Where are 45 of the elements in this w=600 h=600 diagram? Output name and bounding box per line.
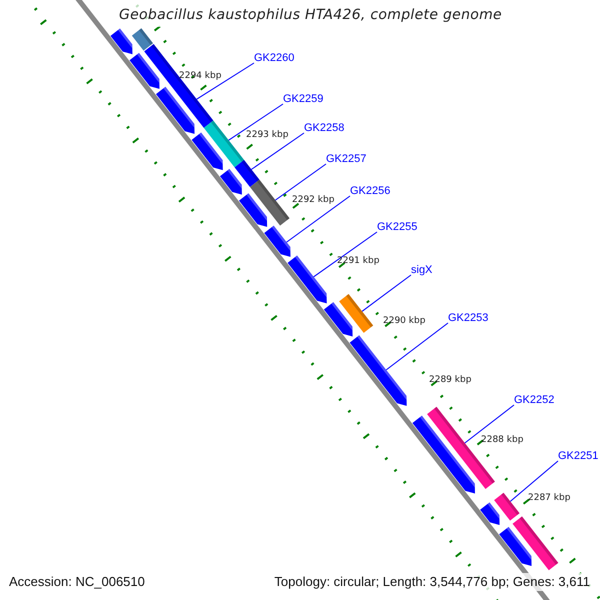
gene-feature [350,335,407,406]
leader-line [286,196,350,243]
leader-line [250,132,304,170]
gene-feature [499,526,532,566]
gene-label: GK2257 [326,152,366,166]
tick-label: 2287 kbp [528,493,570,504]
tick-label: 2289 kbp [429,375,472,386]
leader-line [313,232,378,278]
gene-label: GK2255 [377,220,418,234]
gene-label: sigX [411,263,432,277]
gene-label: GK2252 [514,393,554,407]
gene-label: GK2258 [304,121,344,135]
tick-label: 2293 kbp [246,130,288,141]
gene-feature [239,193,268,227]
gene-label: GK2251 [558,449,598,463]
tick-label: 2292 kbp [292,195,334,206]
gene-feature [156,86,195,134]
tick-label: 2291 kbp [337,256,380,267]
gene-feature [132,28,154,51]
gene-feature [130,52,160,89]
genome-info-text: Topology: circular; Length: 3,544,776 bp; Genes: 3,611 [272,573,592,591]
gene-label: GK2256 [350,184,390,198]
gene-feature [324,302,353,337]
gene-feature [494,492,520,521]
leader-line [464,404,514,444]
tick-label: 2288 kbp [481,435,524,446]
tick-label: 2290 kbp [383,316,426,327]
leader-line [386,322,448,370]
leader-line [274,164,326,201]
gene-label: GK2260 [254,51,294,65]
gene-feature [288,256,327,304]
leader-line [510,460,558,502]
gene-feature [264,226,290,257]
gene-feature [192,132,223,170]
gene-label: GK2259 [283,92,324,106]
gene-feature [110,28,132,54]
gene-feature [412,416,475,494]
tick-label: 2294 kbp [179,71,222,82]
gene-feature [220,168,242,195]
leader-line [228,104,284,141]
gene-feature [480,502,500,525]
gene-label: GK2253 [448,311,488,325]
gene-feature [234,160,260,188]
leader-line [362,274,412,312]
leader-line [196,62,254,100]
